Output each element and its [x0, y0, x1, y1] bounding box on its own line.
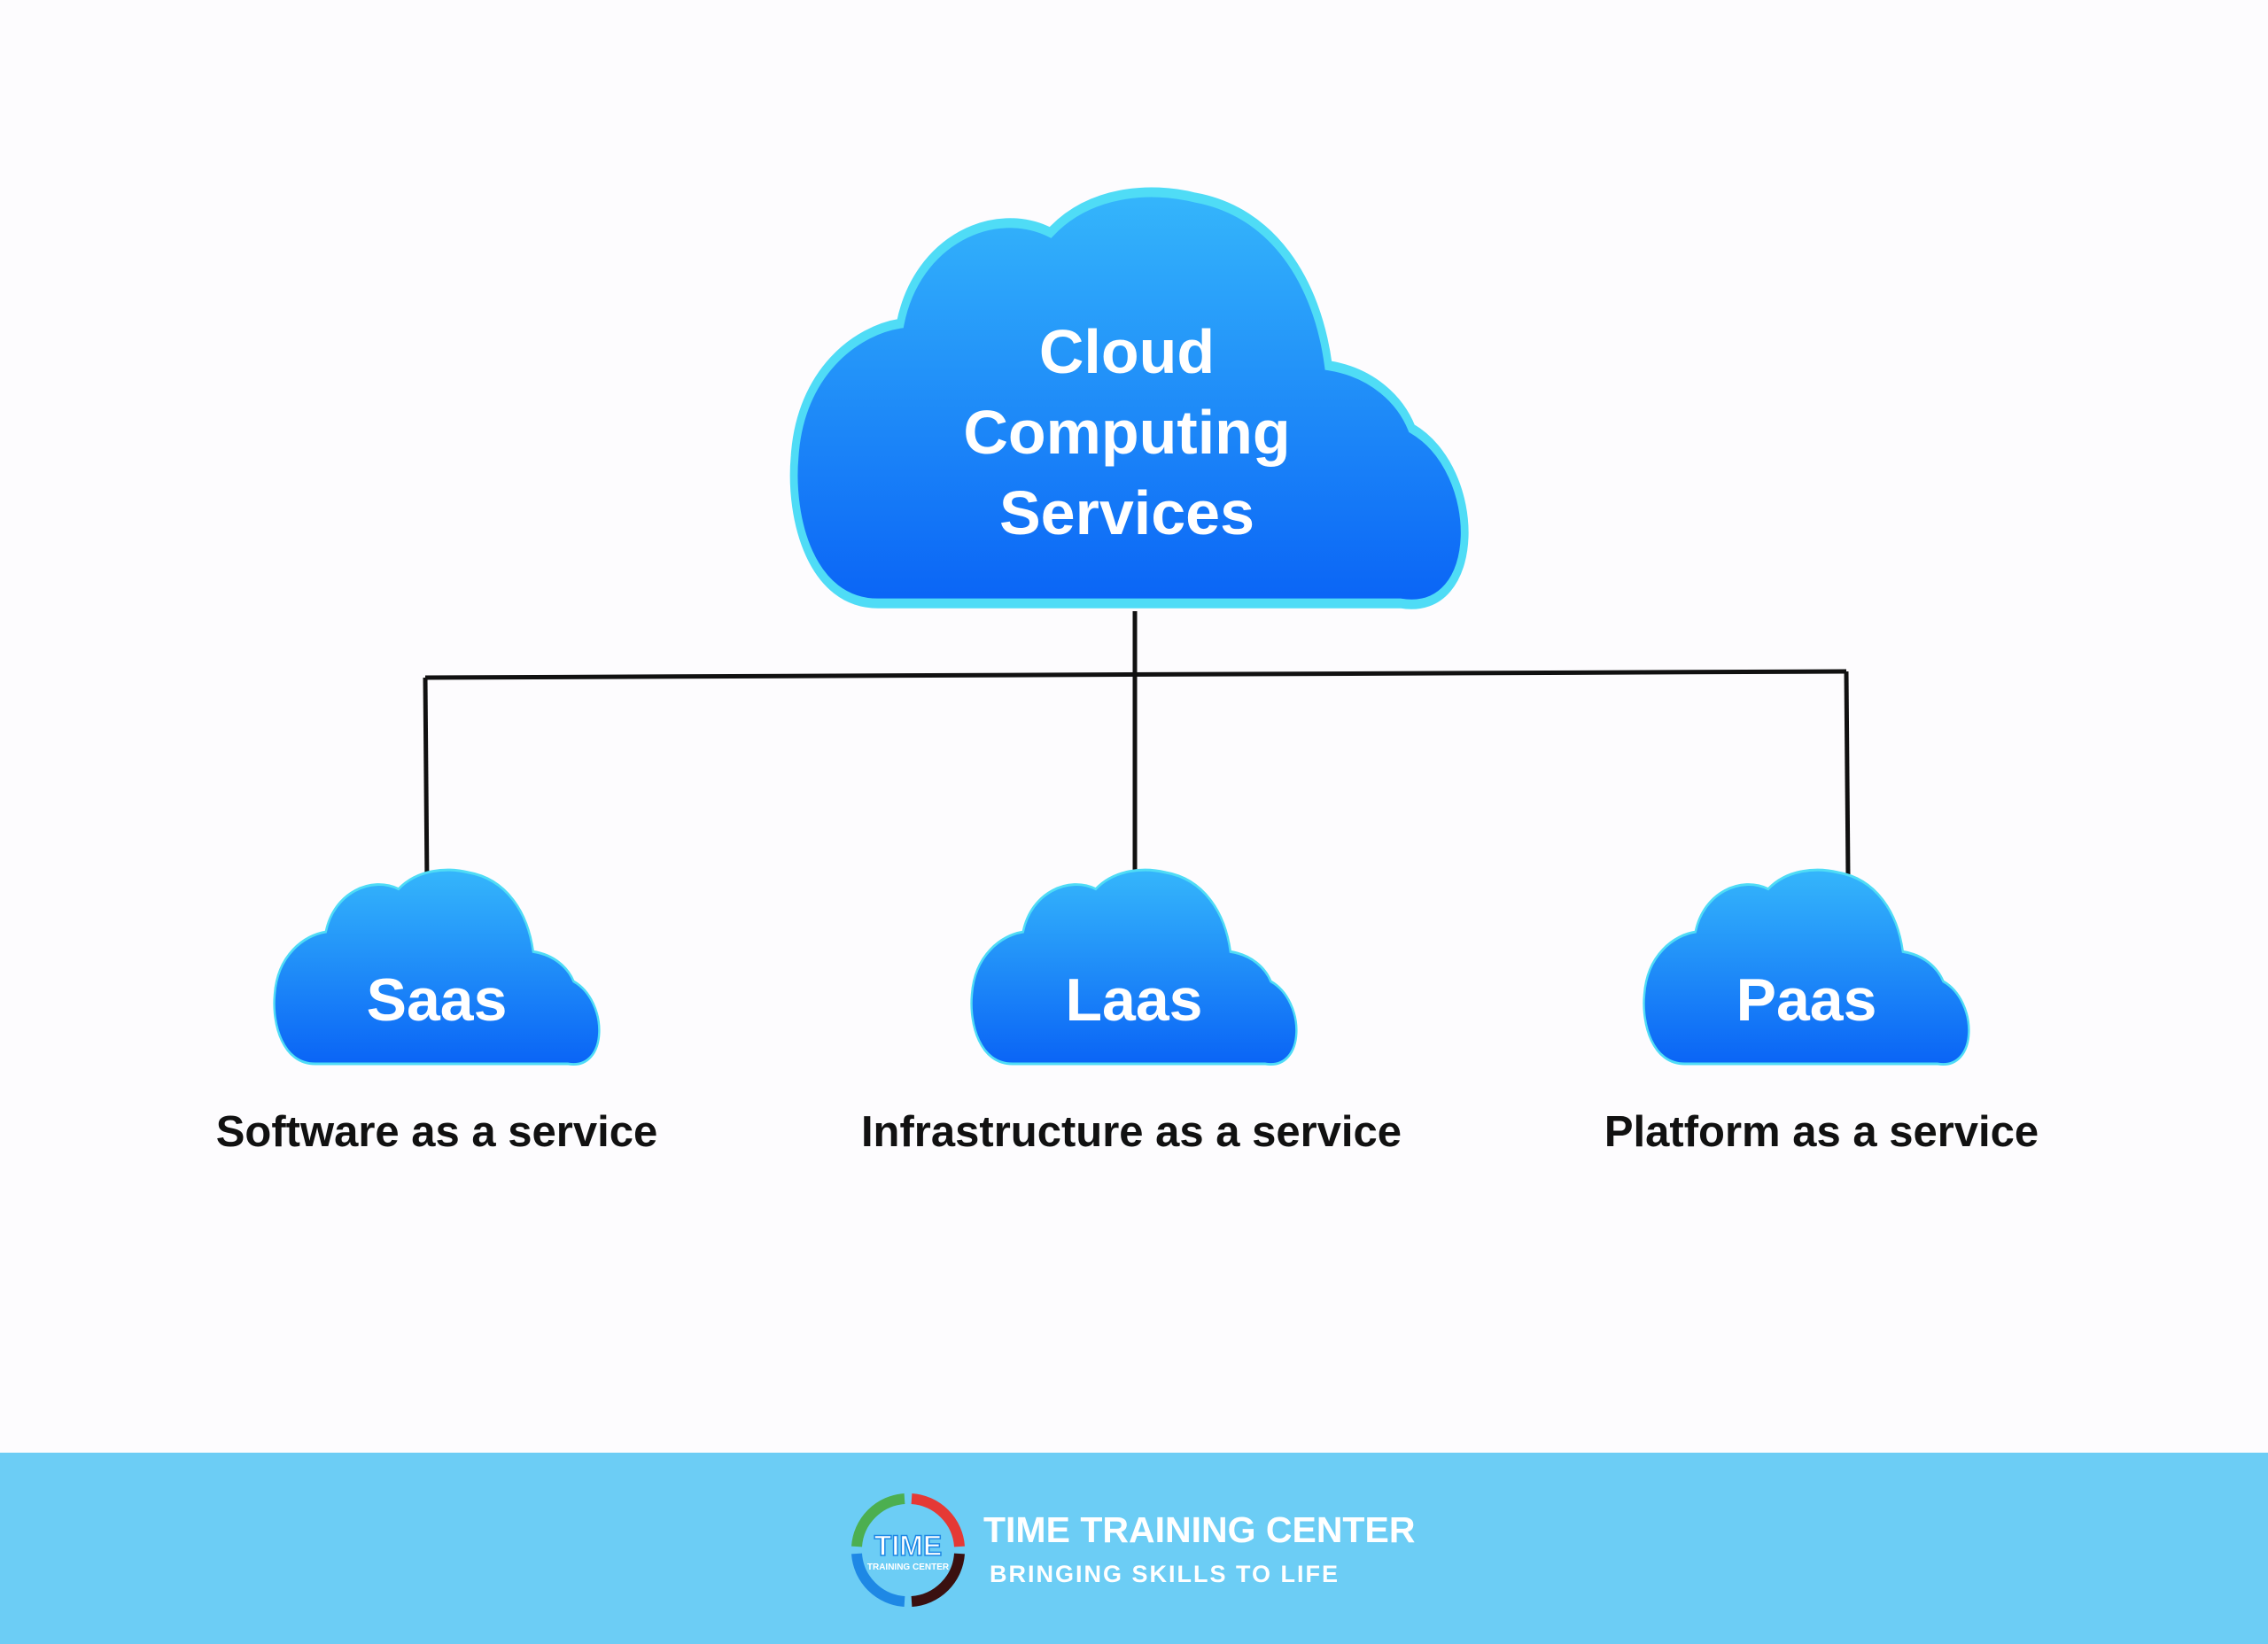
root-cloud: Cloud Computing Services [794, 192, 1464, 604]
child-title-laas: Laas [1066, 966, 1203, 1034]
child-caption-saas: Software as a service [216, 1108, 657, 1156]
brand-name: TIME TRAINING CENTER [983, 1509, 1416, 1550]
root-title-line-1: Cloud [1039, 317, 1215, 386]
brand-block: TIME TRAINING CENTER TIME TRAINING CENTE… [846, 1488, 1466, 1612]
connector-lines [423, 611, 1851, 887]
brand-tagline: BRINGING SKILLS TO LIFE [990, 1561, 1340, 1587]
root-title-line-3: Services [999, 478, 1254, 547]
child-node-saas: Saas Software as a service [216, 868, 657, 1156]
child-title-paas: Paas [1736, 966, 1877, 1034]
child-caption-laas: Infrastructure as a service [861, 1108, 1402, 1156]
logo-text: TIME [874, 1530, 942, 1562]
connector-to-paas [1844, 671, 1851, 878]
connector-horizontal-bar [424, 669, 1847, 680]
child-title-saas: Saas [367, 966, 508, 1034]
cloud-services-diagram: Cloud Computing Services Saas Software a… [216, 0, 2039, 1156]
root-title-line-2: Computing [963, 398, 1290, 467]
time-training-center-logo-icon: TIME TRAINING CENTER [851, 1493, 965, 1607]
child-caption-paas: Platform as a service [1604, 1108, 2039, 1156]
logo-arc-blue [851, 1553, 905, 1607]
footer-banner: TIME TRAINING CENTER TIME TRAINING CENTE… [0, 1453, 2268, 1644]
logo-arc-dark [911, 1553, 965, 1607]
logo-subtext: TRAINING CENTER [867, 1563, 950, 1572]
logo-arc-green [851, 1493, 905, 1547]
connector-to-saas [423, 677, 430, 887]
child-node-paas: Paas Platform as a service [1604, 868, 2039, 1156]
logo-arc-red [911, 1493, 965, 1547]
child-node-laas: Laas Infrastructure as a service [861, 868, 1402, 1156]
